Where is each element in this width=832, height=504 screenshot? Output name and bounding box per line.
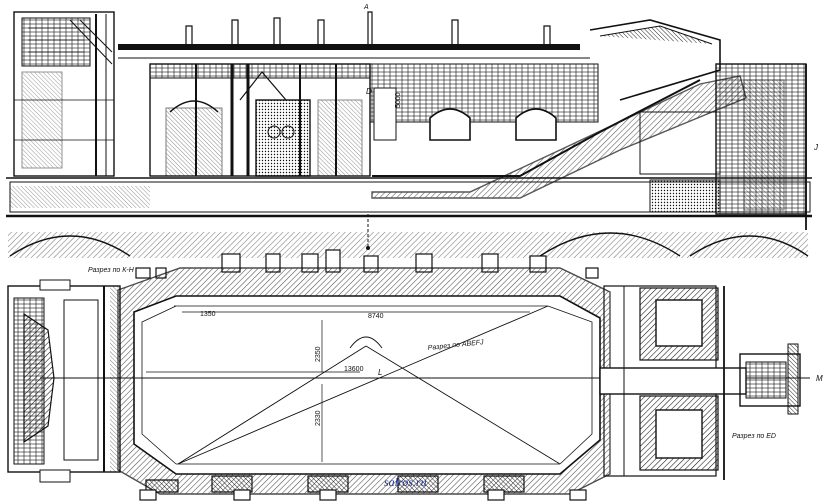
hearth-diagonals (177, 305, 561, 465)
right-chambers: Разрез по ED (599, 285, 801, 480)
elevation-view: A D 5000 (6, 4, 819, 258)
furnace-elevation (149, 63, 371, 177)
label-section-ed: Разрез по ED (732, 433, 776, 440)
label-letter-l: L (378, 368, 382, 377)
left-tower-structure (13, 11, 115, 177)
dimension-5000: 5000 (395, 92, 402, 108)
plan-view: L M 1350 8740 13600 2350 2330 Разрез по … (7, 249, 823, 501)
roof-vents (185, 11, 551, 44)
regenerator-elevation: J (639, 63, 819, 230)
hall-wall: D 5000 (366, 63, 599, 141)
label-letter-j: J (813, 143, 819, 152)
dimension-13600: 13600 (344, 366, 364, 373)
dimension-2350: 2350 (315, 346, 322, 362)
label-section-kn: Разрез по К-Н (88, 267, 135, 274)
foundation-vaults (9, 232, 809, 257)
dimension-1350: 1350 (200, 311, 216, 318)
watermark: salros.ru (384, 475, 427, 489)
label-letter-a: A (363, 4, 369, 11)
dimension-2330: 2330 (315, 410, 322, 426)
bottom-burner-row (139, 475, 587, 501)
dimension-lines (146, 311, 530, 462)
furnace-hearth (133, 295, 601, 475)
roof-truss (118, 44, 580, 50)
left-chamber: Разрез по К-Н (7, 267, 135, 483)
label-letter-m: M (816, 374, 823, 383)
dimension-8740: 8740 (368, 313, 384, 320)
label-letter-d: D (366, 87, 372, 96)
foundation (8, 232, 808, 258)
